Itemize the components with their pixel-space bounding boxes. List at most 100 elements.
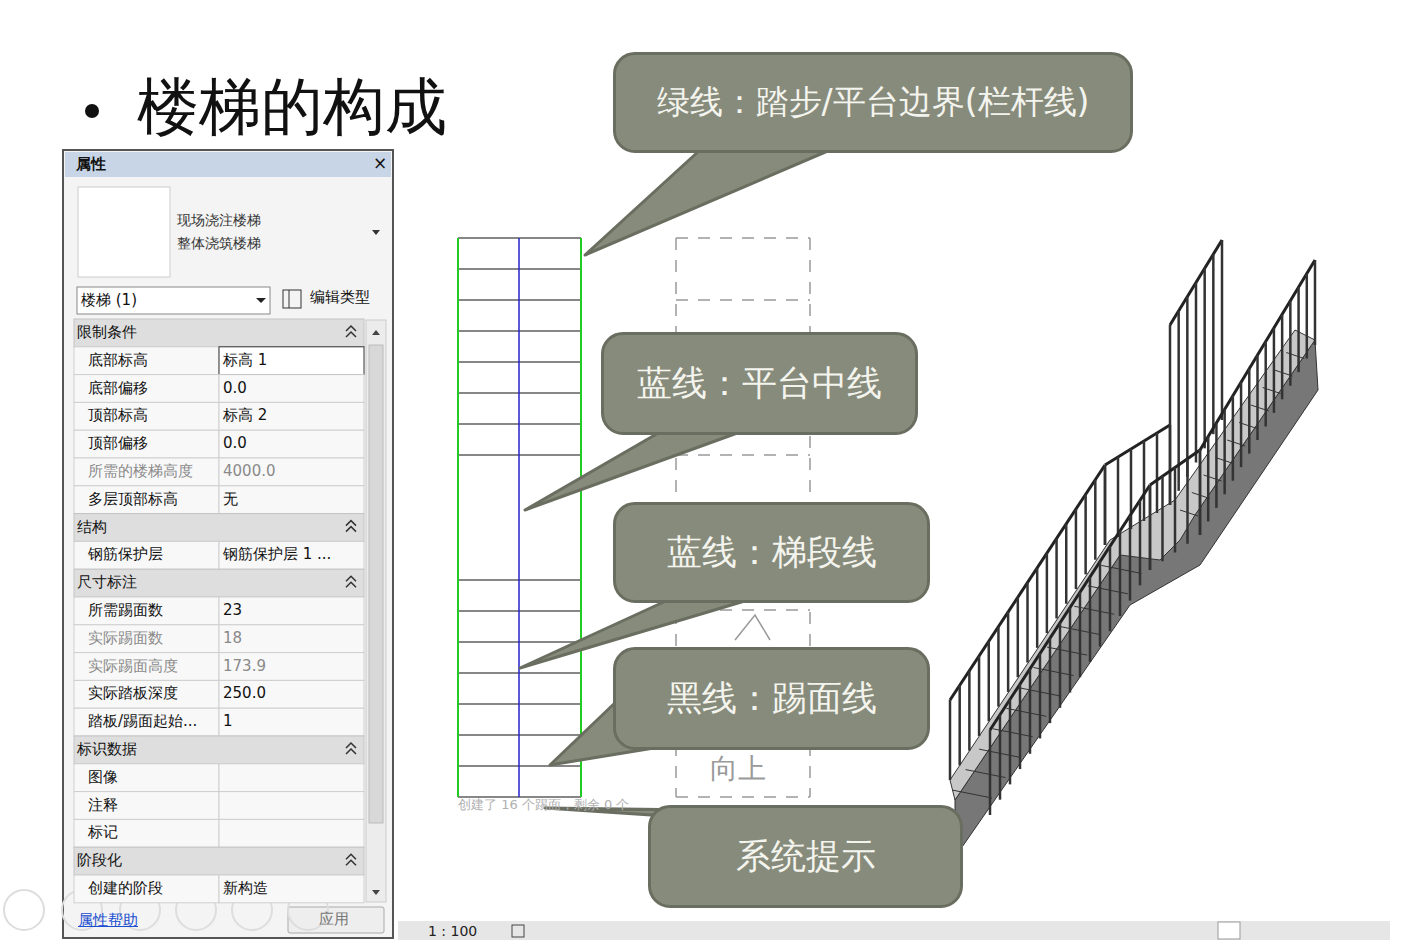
collapse-icon (346, 326, 356, 337)
panel-text: 18 (223, 629, 242, 647)
bullet (85, 104, 99, 118)
stroke (1017, 597, 1020, 677)
stroke (1143, 441, 1146, 521)
name-cell (74, 375, 219, 403)
stroke (1129, 516, 1132, 601)
stroke (1199, 450, 1202, 535)
panel-text: 踏板/踢面起始... (88, 712, 197, 730)
panel-text: 0.0 (223, 434, 247, 452)
callout-text: 绿线：踏步/平台边界(栏杆线) (657, 80, 1090, 125)
stroke (1186, 297, 1189, 477)
value-cell (219, 541, 364, 569)
stroke (1306, 274, 1309, 359)
panel-text: 创建的阶段 (88, 879, 163, 897)
collapse-icon (346, 854, 356, 865)
stroke (518, 238, 520, 797)
value-cell (219, 792, 364, 820)
name-cell (74, 625, 219, 653)
stroke (955, 340, 1318, 850)
stroke (1029, 669, 1032, 754)
stroke (990, 485, 1150, 730)
stroke (1186, 459, 1189, 544)
stroke (1314, 260, 1317, 345)
collapse-icon (346, 576, 356, 587)
collapse-icon (346, 743, 356, 754)
panel-text: 注释 (88, 796, 118, 814)
name-cell (74, 541, 219, 569)
stroke (1232, 396, 1235, 481)
panel-text: 所需的楼梯高度 (88, 462, 193, 480)
stroke (1059, 623, 1062, 708)
panel-text: 实际踢面数 (88, 629, 163, 647)
stroke (1174, 468, 1177, 553)
stroke (989, 730, 992, 815)
stroke (1055, 538, 1058, 618)
panel-text: 0.0 (223, 379, 247, 397)
stroke (958, 685, 961, 765)
stroke (1101, 565, 1141, 573)
panel-text: 阶段化 (77, 851, 122, 869)
name-cell (74, 597, 219, 625)
panel-text: 整体浇筑楼梯 (177, 235, 261, 252)
panel-text: 现场浇注楼梯 (177, 212, 261, 229)
stroke (952, 790, 992, 798)
panel-text: 钢筋保护层 1 ... (223, 545, 331, 563)
stroke (1036, 568, 1039, 648)
stroke (580, 238, 582, 797)
callout-text: 蓝线：平台中线 (637, 360, 882, 407)
stroke (1286, 353, 1304, 359)
scrollbar (366, 320, 386, 902)
panel-text: 图像 (88, 768, 118, 786)
name-cell (74, 653, 219, 681)
name-cell (74, 402, 219, 430)
panel-text: 钢筋保护层 (88, 545, 163, 563)
system-prompt: 创建了 16 个踢面，剩余 0 个 (458, 797, 629, 813)
group-row (74, 847, 364, 875)
callout-bubble: 黑线：踢面线 (613, 647, 930, 750)
name-cell (74, 875, 219, 903)
panel-text: 限制条件 (77, 323, 137, 341)
stroke (1119, 531, 1122, 616)
stroke (1240, 382, 1243, 467)
value-cell (219, 597, 364, 625)
stroke (1256, 355, 1259, 440)
callout-bubble: 蓝线：梯段线 (613, 502, 930, 603)
stroke (1203, 268, 1206, 448)
panel-text: 实际踏板深度 (88, 684, 178, 702)
scale-label: 1 : 100 (428, 923, 477, 940)
stroke (1273, 328, 1276, 413)
stroke (1039, 653, 1042, 738)
slide-title: 楼梯的构成 (137, 70, 447, 144)
stroke (999, 715, 1002, 800)
value-cell (219, 402, 364, 430)
stroke (1195, 283, 1198, 463)
panel-text: 实际踢面高度 (88, 657, 178, 675)
stroke (1089, 577, 1092, 662)
panel-text: 标记 (88, 823, 118, 841)
stroke (1019, 684, 1022, 769)
close-icon: × (373, 153, 387, 173)
value-cell (219, 486, 364, 514)
stroke (1227, 440, 1245, 446)
panel-header-text: 属性 (76, 155, 106, 173)
name-cell (74, 764, 219, 792)
stroke (1009, 699, 1012, 784)
stroke (1204, 475, 1222, 481)
value-cell (219, 458, 364, 486)
panel-text: 1 (223, 712, 233, 730)
value-cell (219, 764, 364, 792)
callout-text: 黑线：踢面线 (667, 675, 877, 722)
value-cell (219, 347, 364, 375)
callout-bubble: 系统提示 (648, 805, 963, 908)
stroke (950, 330, 1315, 800)
direction-label: 向上 (710, 752, 766, 786)
panel-text: 顶部偏移 (88, 434, 148, 452)
value-cell (219, 875, 364, 903)
stroke (968, 671, 971, 751)
value-cell (219, 653, 364, 681)
panel-frame (63, 150, 393, 938)
panel-text: 楼梯 (1) (81, 291, 137, 309)
stroke (1221, 240, 1224, 420)
stroke (1180, 510, 1198, 516)
panel-text: 标高 2 (223, 406, 267, 424)
